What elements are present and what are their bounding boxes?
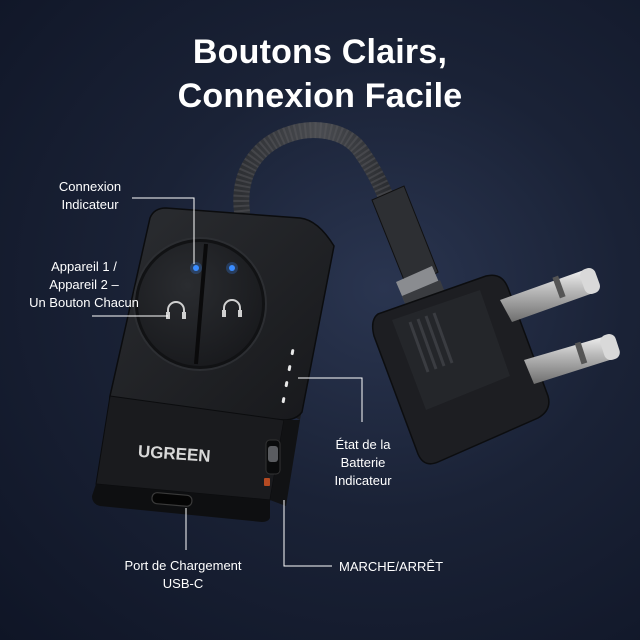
callout-device-buttons: Appareil 1 / Appareil 2 – Un Bouton Chac…	[14, 258, 154, 312]
connection-led-1	[193, 265, 199, 271]
callout-connexion-indicator: Connexion Indicateur	[50, 178, 130, 214]
callout-appareil-line3: Un Bouton Chacun	[29, 295, 139, 310]
callout-line-batterie	[298, 377, 363, 422]
adapter-prong-bottom	[524, 333, 620, 384]
callout-line-connexion	[132, 197, 195, 264]
title-line-2: Connexion Facile	[177, 77, 463, 115]
button-cluster	[133, 237, 267, 371]
callout-line-marche	[283, 500, 332, 567]
callout-marche-line1: MARCHE/ARRÊT	[339, 559, 444, 574]
callout-batterie-line1: État de la	[335, 437, 391, 452]
callout-connexion-line1: Connexion	[58, 179, 122, 194]
headphones-icon	[222, 299, 242, 317]
page-title: Boutons Clairs, Connexion Facile	[0, 30, 640, 118]
power-switch[interactable]	[264, 439, 281, 486]
callout-port-line1: Port de Chargement	[124, 558, 242, 573]
callout-battery-indicator: État de la Batterie Indicateur	[318, 436, 408, 490]
callout-batterie-line3: Indicateur	[334, 473, 392, 488]
callout-power-switch: MARCHE/ARRÊT	[339, 558, 443, 576]
usb-c-port[interactable]	[151, 492, 193, 507]
callout-batterie-line2: Batterie	[340, 455, 386, 470]
callout-lines	[92, 197, 363, 567]
connection-led-2	[229, 265, 235, 271]
callout-charging-port: Port de Chargement USB-C	[108, 557, 258, 593]
callout-appareil-line1: Appareil 1 /	[51, 259, 117, 274]
adapter-prong-top	[500, 268, 600, 322]
title-line-1: Boutons Clairs,	[192, 33, 448, 71]
callout-appareil-line2: Appareil 2 –	[49, 277, 119, 292]
callout-connexion-line2: Indicateur	[61, 197, 119, 212]
battery-indicator-leds	[281, 349, 295, 404]
airplane-adapter	[371, 268, 620, 465]
callout-port-line2: USB-C	[162, 576, 204, 591]
